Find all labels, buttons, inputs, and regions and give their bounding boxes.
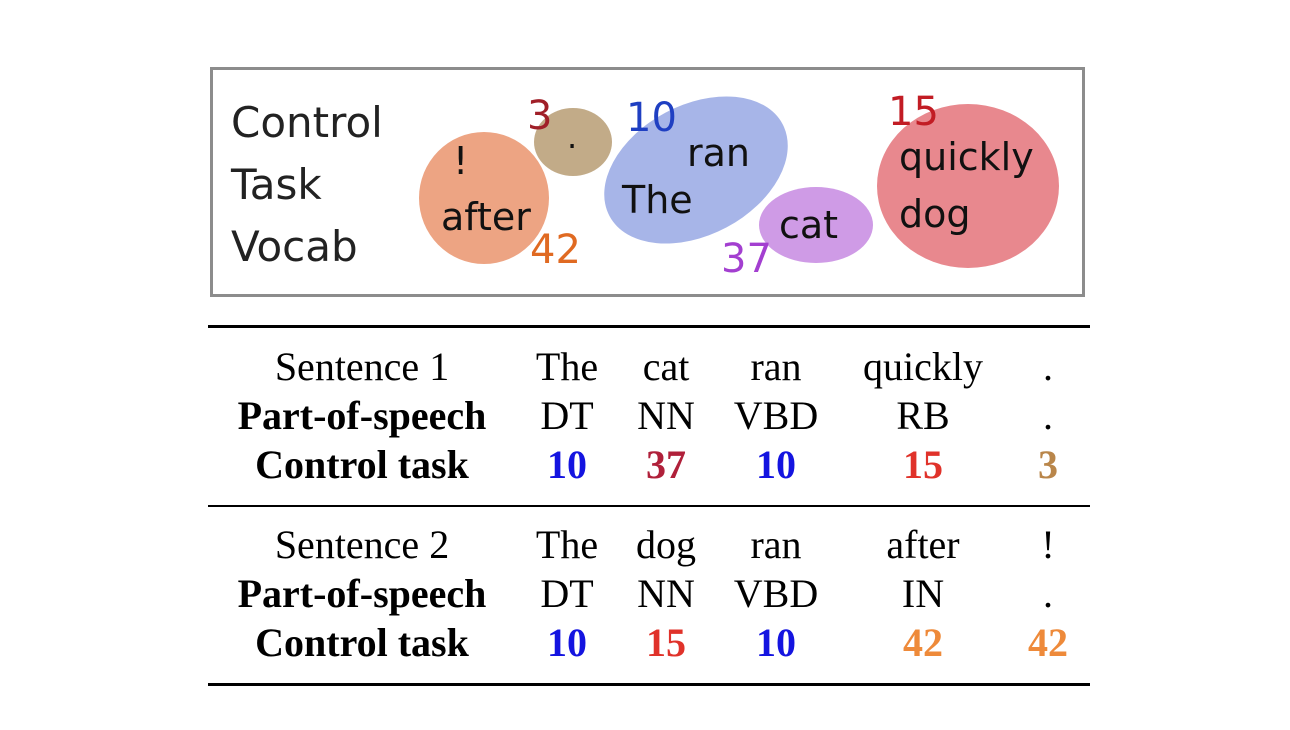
cluster-10-label: 10: [626, 95, 677, 141]
cluster-42-blob: [419, 132, 549, 264]
sentence-2-word-3: ran: [750, 522, 802, 567]
cluster-37-label: 37: [721, 236, 772, 282]
sentence-1-word-3: ran: [750, 344, 802, 389]
sentence-2-control-2: 15: [646, 620, 686, 665]
sentence-1-control-label: Control task: [255, 442, 469, 487]
sentence-2-pos-3: VBD: [733, 571, 819, 616]
cluster-3-blob: [534, 108, 612, 176]
sentence-table: Sentence 1 The cat ran quickly . Part-of…: [208, 325, 1090, 687]
sentence-2-pos-2: NN: [637, 571, 695, 616]
sentence-2-word-4: after: [886, 522, 960, 567]
cluster-15-word-1: quickly: [899, 135, 1034, 179]
sentence-1-pos-4: RB: [896, 393, 950, 438]
cluster-diagram: 42 3 10 37 15 ! after . ran The cat quic…: [419, 89, 1059, 282]
vocab-title-line-3: Vocab: [231, 222, 358, 271]
sentence-1-control-3: 10: [756, 442, 796, 487]
sentence-2-pos-5: .: [1043, 571, 1053, 616]
sentence-2-pos-1: DT: [540, 571, 594, 616]
cluster-15-blob: [877, 104, 1059, 268]
sentence-2-control-1: 10: [547, 620, 587, 665]
cluster-10-word-1: ran: [687, 131, 750, 175]
sentence-1-control-5: 3: [1038, 442, 1058, 487]
table-top-rule: [208, 325, 1090, 328]
sentence-2-word-5: !: [1041, 522, 1055, 567]
cluster-42-word-2: after: [441, 195, 531, 239]
sentence-1-pos-label: Part-of-speech: [237, 393, 487, 438]
sentence-1-pos-5: .: [1043, 393, 1053, 438]
cluster-10-blob: [604, 96, 788, 244]
sentence-2-control-label: Control task: [255, 620, 469, 665]
sentence-2-control-3: 10: [756, 620, 796, 665]
sentence-1-pos-1: DT: [540, 393, 594, 438]
cluster-10-word-2: The: [621, 178, 693, 222]
vocab-title-line-2: Task: [231, 160, 322, 209]
cluster-3-label: 3: [527, 93, 552, 139]
sentence-1-word-5: .: [1043, 344, 1053, 389]
table-mid-rule: [208, 505, 1090, 507]
cluster-15-word-2: dog: [899, 192, 971, 236]
cluster-42-word-1: !: [453, 139, 468, 183]
vocab-title-line-1: Control: [231, 98, 383, 147]
table-bottom-rule: [208, 683, 1090, 686]
sentence-2-control-4: 42: [903, 620, 943, 665]
sentence-2-control-5: 42: [1028, 620, 1068, 665]
vocab-title: Control Task Vocab: [231, 92, 411, 278]
cluster-15-label: 15: [888, 89, 939, 135]
cluster-37-blob: [759, 187, 873, 263]
sentence-1-word-1: The: [535, 344, 599, 389]
sentence-2-word-2: dog: [636, 522, 696, 567]
sentence-1-control-1: 10: [547, 442, 587, 487]
cluster-42-label: 42: [530, 227, 581, 273]
sentence-2-pos-4: IN: [901, 571, 945, 616]
sentence-1-control-4: 15: [903, 442, 943, 487]
sentence-1-label: Sentence 1: [274, 344, 450, 389]
sentence-1-word-2: cat: [642, 344, 690, 389]
sentence-1-pos-3: VBD: [733, 393, 819, 438]
sentence-1-control-2: 37: [646, 442, 686, 487]
sentence-1-word-4: quickly: [863, 344, 983, 389]
cluster-3-word-1: .: [567, 118, 577, 156]
cluster-37-word-1: cat: [779, 203, 838, 247]
sentence-2-word-1: The: [535, 522, 599, 567]
sentence-1-pos-2: NN: [637, 393, 695, 438]
sentence-2-label: Sentence 2: [274, 522, 450, 567]
sentence-2-pos-label: Part-of-speech: [237, 571, 487, 616]
control-task-vocab-panel: Control Task Vocab 42 3 10 37 15 ! after…: [210, 67, 1085, 297]
